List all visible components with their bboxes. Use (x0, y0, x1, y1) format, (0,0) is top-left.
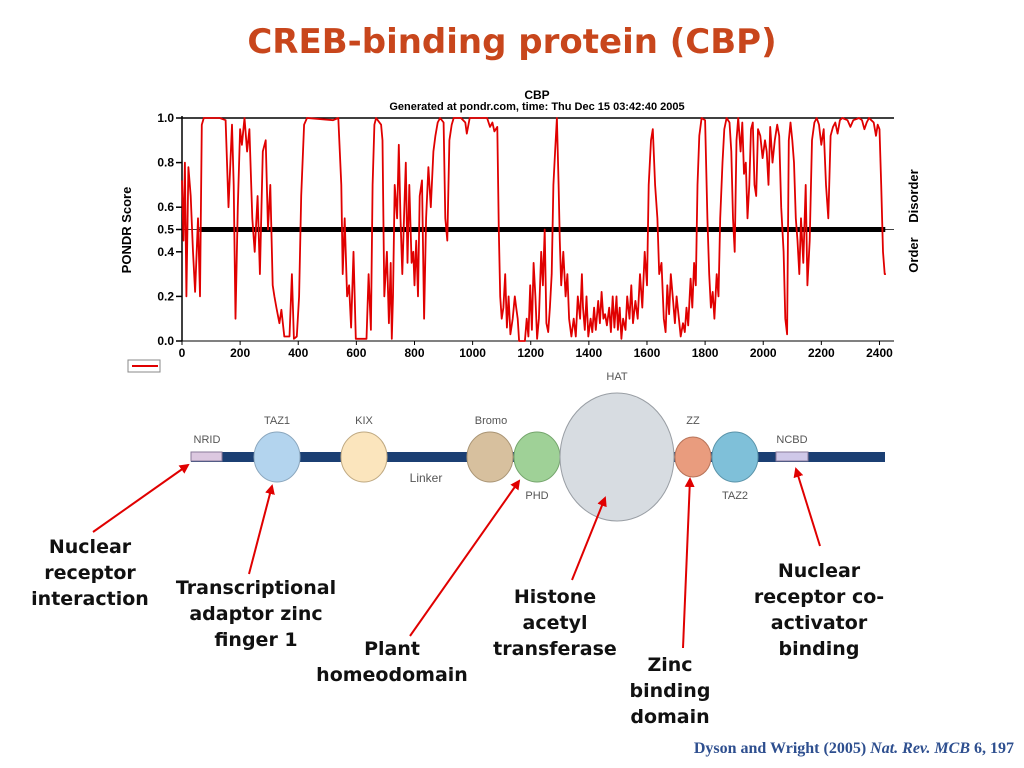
label-histone-acetyl-transferase: Histone acetyl transferase (484, 584, 626, 662)
label-line: Zinc (647, 654, 693, 676)
arrow-phd (409, 479, 521, 637)
chart-series (181, 117, 886, 342)
label-line: Nuclear (777, 560, 861, 582)
label-line: homeodomain (316, 664, 468, 686)
x-tick-label: 1800 (692, 346, 719, 360)
arrow-taz1 (248, 484, 275, 575)
x-tick-label: 1400 (576, 346, 603, 360)
arrow-ncbd (793, 467, 821, 547)
x-tick-label: 2400 (866, 346, 893, 360)
label-line: receptor (44, 562, 136, 584)
label-line: receptor co- (753, 586, 885, 608)
x-tick-label: 2000 (750, 346, 777, 360)
label-line: Histone (513, 586, 597, 608)
label-line: binding (629, 680, 711, 702)
label-line: adaptor zinc (189, 603, 323, 625)
annotation-arrows (92, 463, 821, 649)
zz-label: ZZ (686, 415, 700, 427)
ncbd-box (775, 451, 809, 462)
chart-subtitle: Generated at pondr.com, time: Thu Dec 15… (389, 101, 684, 113)
nrid-box (190, 451, 223, 462)
y-axis-label: PONDR Score (119, 187, 134, 274)
chart-title: CBP (524, 88, 549, 102)
y-tick-label: 0.2 (157, 289, 174, 303)
ncbd-label: NCBD (776, 434, 807, 446)
y-tick-label: 0.8 (157, 156, 174, 170)
label-line: interaction (31, 588, 149, 610)
x-tick-label: 1600 (634, 346, 661, 360)
kix-domain (340, 431, 388, 483)
citation-ref: 6, 197 (974, 740, 1014, 757)
label-zinc-binding-domain: Zinc binding domain (610, 652, 730, 730)
label-nuclear-receptor-coactivator: Nuclear receptor co- activator binding (734, 558, 904, 662)
x-tick-label: 2200 (808, 346, 835, 360)
taz1-label: TAZ1 (264, 415, 290, 427)
y-tick-label: 0.0 (157, 334, 174, 348)
label-line: activator (770, 612, 868, 634)
x-tick-label: 1200 (517, 346, 544, 360)
bromo-label: Bromo (475, 415, 507, 427)
order-label: Order (906, 237, 921, 272)
kix-label: KIX (355, 415, 373, 427)
label-line: transferase (493, 638, 617, 660)
label-transcriptional-adaptor: Transcriptional adaptor zinc finger 1 (163, 575, 349, 653)
hat-label: HAT (606, 371, 627, 383)
y-tick-label: 0.4 (157, 245, 174, 259)
slide-title: CREB-binding protein (CBP) (247, 22, 777, 62)
hat-domain (559, 392, 675, 522)
phd-domain (513, 431, 561, 483)
citation-authors: Dyson and Wright (2005) (693, 740, 867, 757)
nrid-label: NRID (194, 434, 221, 446)
zz-domain (674, 436, 712, 478)
chart-axes: 0.0 0.2 0.4 0.5 0.6 0.8 1.0 0 200 400 600 800 1000 12… (157, 111, 894, 360)
label-nuclear-receptor-interaction: Nuclear receptor interaction (20, 534, 160, 612)
domain-map: NRID TAZ1 KIX Bromo PHD HAT ZZ TAZ2 NCBD… (190, 371, 885, 522)
disorder-label: Disorder (906, 169, 921, 222)
phd-label: PHD (525, 490, 548, 502)
y-tick-label: 0.6 (157, 200, 174, 214)
series-line-cbp (181, 117, 886, 342)
linker-label: Linker (410, 471, 443, 485)
x-tick-label: 600 (346, 346, 366, 360)
label-line: Transcriptional (175, 577, 337, 599)
x-tick-label: 400 (288, 346, 308, 360)
label-line: binding (778, 638, 860, 660)
bromo-domain (466, 431, 514, 483)
x-tick-label: 200 (230, 346, 250, 360)
legend-swatch (127, 359, 161, 373)
label-plant-homeodomain: Plant homeodomain (304, 636, 480, 688)
arrow-zz (682, 477, 695, 649)
label-line: domain (630, 706, 710, 728)
arrow-hat (571, 496, 607, 581)
label-line: Nuclear (48, 536, 132, 558)
taz2-label: TAZ2 (722, 490, 748, 502)
label-line: acetyl (522, 612, 588, 634)
taz1-domain (253, 431, 301, 483)
citation: Dyson and Wright (2005) Nat. Rev. MCB 6,… (694, 740, 1014, 758)
label-line: finger 1 (214, 629, 298, 651)
citation-journal: Nat. Rev. MCB (870, 740, 970, 757)
x-tick-label: 800 (404, 346, 424, 360)
y-tick-label: 1.0 (157, 111, 174, 125)
x-tick-label: 1000 (459, 346, 486, 360)
arrow-nrid (92, 463, 190, 533)
label-line: Plant (364, 638, 420, 660)
y-tick-label: 0.5 (157, 223, 174, 237)
x-tick-label: 0 (179, 346, 186, 360)
taz2-domain (711, 431, 759, 483)
